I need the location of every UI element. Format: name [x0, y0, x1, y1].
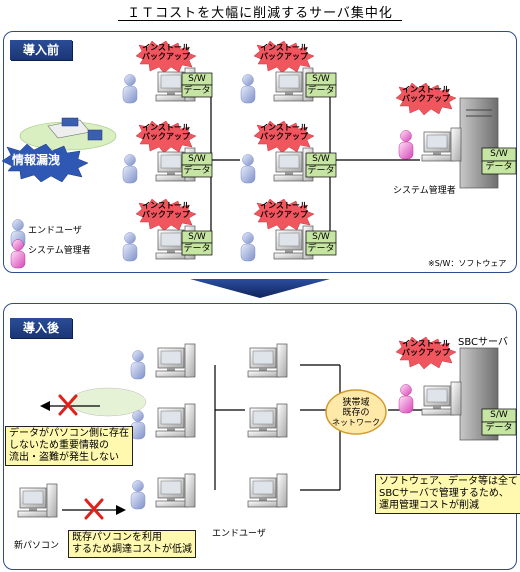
leak-illustration [19, 117, 117, 151]
sw-label: S/W [490, 149, 508, 159]
title-underline [118, 20, 402, 21]
end-user-icon [240, 74, 256, 104]
network-label-3: ネットワーク [332, 418, 380, 427]
data-label: データ [307, 166, 335, 176]
data-label: データ [183, 86, 211, 96]
sw-label: S/W [188, 154, 206, 164]
network-label-2: 既存の [342, 408, 370, 418]
after-client-3 [130, 473, 196, 510]
new-pc-label: 新パソコン [14, 541, 60, 551]
sw-label: S/W [312, 154, 330, 164]
legend-admin: システム管理者 [28, 246, 91, 256]
install-backup-label: インストール バックアップ [402, 339, 450, 357]
note-cost-line-1: 既存パソコンを利用 [72, 532, 162, 543]
end-user-icon [240, 232, 256, 262]
sw-data-boxes-server-after [481, 408, 517, 436]
network-ellipse [325, 389, 387, 435]
sysadmin-pc-icon-after [421, 381, 462, 416]
sysadmin-pc-icon-before [421, 127, 462, 162]
sysadmin-icon-after [398, 384, 414, 414]
data-label: データ [307, 86, 335, 96]
install-backup-label: インストール バックアップ [260, 43, 308, 61]
install-backup-label: インストール バックアップ [260, 201, 308, 219]
sw-label: S/W [188, 232, 206, 242]
legend-end-user: エンドユーザ [28, 226, 82, 236]
note-leak-line-3: 流出・盗難が発生しない [9, 452, 119, 463]
end-user-icon [240, 154, 256, 184]
new-pc-icon [17, 483, 58, 518]
after-client-1 [130, 343, 196, 380]
sw-label: S/W [312, 232, 330, 242]
cross-icon-leak [58, 394, 78, 416]
network-label-1: 狭帯域 [342, 398, 370, 408]
leak-burst-icon [1, 143, 89, 183]
data-label: データ [485, 162, 513, 172]
end-user-icon [122, 232, 138, 262]
note-leak-line-1: データがパソコン側に存在 [9, 428, 129, 439]
note-mgmt-line-2: SBCサーバで管理するため、 [379, 488, 509, 499]
install-backup-label: インストール バックアップ [402, 85, 450, 103]
sysadmin-icon-before [398, 130, 414, 160]
data-label: データ [307, 244, 335, 254]
sbc-server-label: SBCサーバ [458, 337, 508, 348]
after-client-5 [247, 403, 288, 438]
cross-icon-newpc [84, 498, 104, 520]
note-cost: 既存パソコンを利用 するため調達コストが低減 [68, 530, 196, 558]
sysadmin-label: システム管理者 [393, 186, 456, 196]
install-backup-label: インストール バックアップ [260, 123, 308, 141]
server-icon [459, 97, 499, 189]
note-leak: データがパソコン側に存在 しないため重要情報の 流出・盗難が発生しない [5, 426, 133, 466]
install-backup-label: インストール バックアップ [142, 43, 190, 61]
before-label: 導入前 [10, 40, 72, 60]
after-client-4 [247, 343, 288, 378]
before-server [459, 97, 499, 189]
footnote: ※S/W：ソフトウェア [428, 259, 507, 268]
after-label: 導入後 [10, 318, 72, 338]
data-label: データ [183, 244, 211, 254]
end-user-icon [122, 154, 138, 184]
sw-label: S/W [312, 74, 330, 84]
after-client-6 [247, 473, 288, 508]
note-mgmt-line-1: ソフトウェア、データ等は全て [379, 476, 518, 487]
install-backup-label: インストール バックアップ [142, 201, 190, 219]
end-user-icon [122, 74, 138, 104]
sw-data-boxes-before [181, 72, 337, 256]
leak-label: 情報漏洩 [12, 153, 61, 167]
data-label: データ [183, 166, 211, 176]
sw-label: S/W [188, 74, 206, 84]
note-mgmt: ソフトウェア、データ等は全て SBCサーバで管理するため、 運用管理コストが削減 [375, 474, 520, 514]
install-backup-label: インストール バックアップ [142, 123, 190, 141]
sw-data-boxes-server-before [481, 147, 517, 175]
note-mgmt-line-3: 運用管理コストが削減 [379, 500, 479, 511]
note-leak-line-2: しないため重要情報の [9, 440, 109, 451]
faded-leak-illustration [69, 387, 147, 417]
transition-arrow [190, 279, 330, 298]
end-user-label: エンドユーザ [212, 529, 266, 539]
page-title: ＩＴコストを大幅に削減するサーバ集中化 [127, 6, 393, 21]
note-cost-line-2: するため調達コストが低減 [72, 544, 192, 555]
sw-label: S/W [490, 410, 508, 420]
data-label: データ [485, 423, 513, 433]
legend-admin-icon [10, 239, 26, 269]
